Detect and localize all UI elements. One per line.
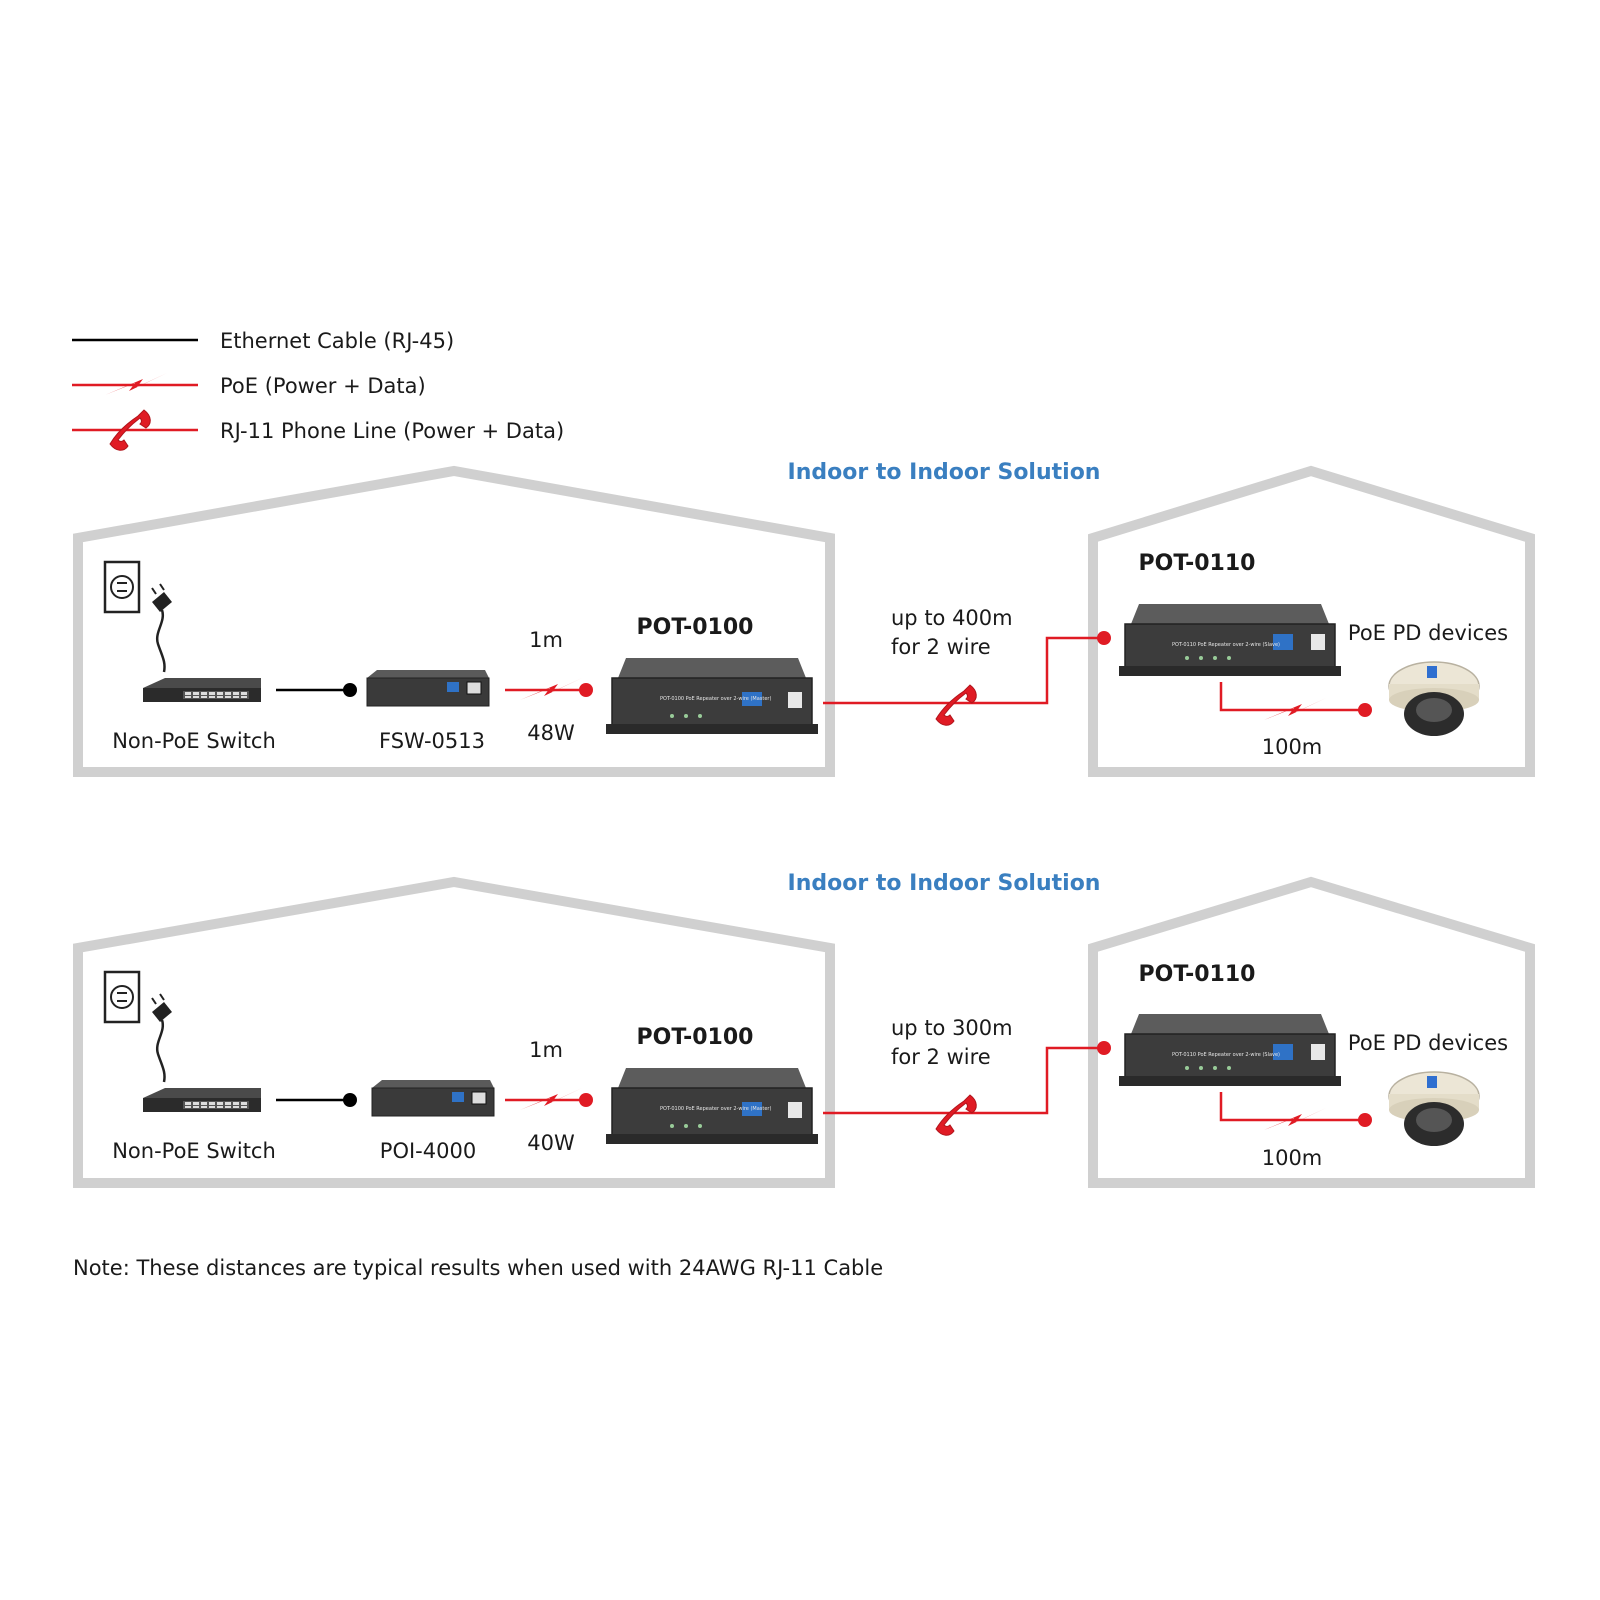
connector-dot	[579, 1093, 593, 1107]
non-poe-switch-device	[143, 678, 261, 702]
connector-dot	[343, 683, 357, 697]
poe-cable	[1219, 682, 1365, 712]
legend: Ethernet Cable (RJ-45) PoE (Power + Data…	[72, 329, 564, 451]
distance-line-1: up to 300m	[891, 1016, 1013, 1040]
pd-distance-label: 100m	[1262, 1146, 1323, 1170]
poe-power-label: 40W	[527, 1131, 575, 1155]
house-left-outline	[73, 876, 835, 1188]
connector-dot	[579, 683, 593, 697]
master-device-text: POT-0100 PoE Repeater over 2-wire (Maste…	[660, 696, 771, 702]
distance-line-2: for 2 wire	[891, 1045, 991, 1069]
connector-dot	[343, 1093, 357, 1107]
wall-outlet-icon	[103, 560, 141, 614]
pot-0110-device	[1118, 603, 1342, 677]
master-label: POT-0100	[637, 615, 754, 640]
poe-power-label: 48W	[527, 721, 575, 745]
house-left-outline	[73, 465, 835, 777]
poe-length-label: 1m	[529, 1038, 563, 1062]
distance-line-1: up to 400m	[891, 606, 1013, 630]
rj11-phone-line	[823, 636, 1104, 705]
non-poe-switch-device	[143, 1088, 261, 1112]
legend-poe-label: PoE (Power + Data)	[220, 374, 426, 398]
legend-ethernet-label: Ethernet Cable (RJ-45)	[220, 329, 454, 353]
pd-distance-label: 100m	[1262, 735, 1323, 759]
wall-outlet-icon	[103, 970, 141, 1024]
fsw-0513-device	[366, 669, 490, 707]
switch-label: Non-PoE Switch	[112, 1139, 276, 1163]
poi-4000-device	[371, 1079, 495, 1117]
phone-handset-icon	[935, 684, 977, 726]
pd-devices-label: PoE PD devices	[1348, 1031, 1508, 1055]
phone-handset-icon	[935, 1094, 977, 1136]
scenario-1: Indoor to Indoor Solution Non-PoE Switch…	[73, 460, 1535, 777]
legend-rj11-label: RJ-11 Phone Line (Power + Data)	[220, 419, 564, 443]
connector-dot	[1358, 1113, 1372, 1127]
injector-label: POI-4000	[380, 1139, 476, 1163]
distance-line-2: for 2 wire	[891, 635, 991, 659]
master-device-text: POT-0100 PoE Repeater over 2-wire (Maste…	[660, 1106, 771, 1112]
switch-label: Non-PoE Switch	[112, 729, 276, 753]
slave-device-text: POT-0110 PoE Repeater over 2-wire (Slave…	[1172, 642, 1280, 648]
dome-camera-device	[1388, 1071, 1480, 1147]
connector-dot	[1358, 703, 1372, 717]
pd-devices-label: PoE PD devices	[1348, 621, 1508, 645]
pot-0110-device	[1118, 1013, 1342, 1087]
injector-label: FSW-0513	[379, 729, 485, 753]
slave-label: POT-0110	[1139, 551, 1256, 576]
poe-cable	[1219, 1092, 1365, 1122]
slave-device-text: POT-0110 PoE Repeater over 2-wire (Slave…	[1172, 1052, 1280, 1058]
dome-camera-device	[1388, 661, 1480, 737]
power-plug-icon	[150, 582, 174, 674]
scenario-title: Indoor to Indoor Solution	[788, 460, 1101, 485]
power-plug-icon	[150, 992, 174, 1084]
slave-label: POT-0110	[1139, 962, 1256, 987]
rj11-phone-line	[823, 1046, 1104, 1115]
scenario-2: Indoor to Indoor Solution Non-PoE Switch…	[73, 871, 1535, 1188]
house-right-outline	[1088, 465, 1535, 777]
poe-length-label: 1m	[529, 628, 563, 652]
house-right-outline	[1088, 876, 1535, 1188]
connector-dot	[1097, 1041, 1111, 1055]
master-label: POT-0100	[637, 1025, 754, 1050]
connector-dot	[1097, 631, 1111, 645]
scenario-title: Indoor to Indoor Solution	[788, 871, 1101, 896]
footnote: Note: These distances are typical result…	[73, 1256, 883, 1280]
